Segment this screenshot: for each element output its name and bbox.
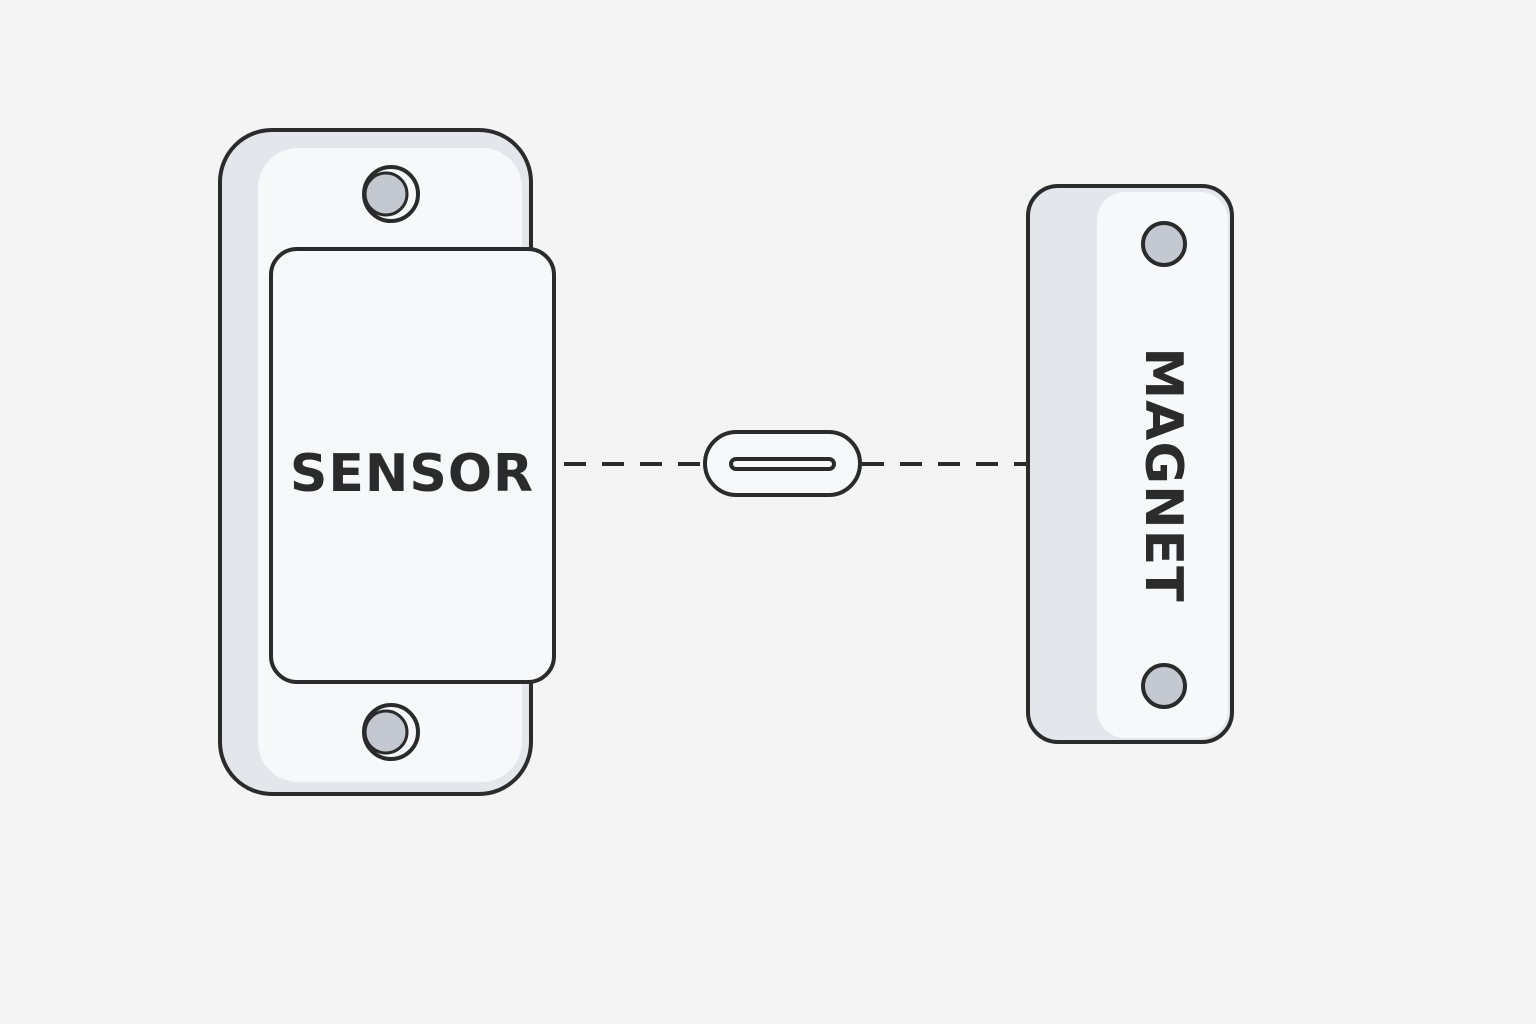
screw-icon	[1141, 221, 1187, 267]
magnet-body-face	[1097, 192, 1228, 738]
magnet-unit: MAGNET	[1026, 184, 1234, 744]
magnet-label: MAGNET	[1133, 347, 1193, 602]
sensor-front-cover	[269, 247, 556, 684]
screw-icon	[362, 165, 420, 223]
reed-switch-icon	[703, 430, 862, 497]
sensor-unit: SENSOR	[218, 128, 556, 796]
screw-icon	[362, 703, 420, 761]
screw-icon	[1141, 663, 1187, 709]
connection	[564, 430, 1026, 497]
sensor-label: SENSOR	[290, 444, 534, 504]
